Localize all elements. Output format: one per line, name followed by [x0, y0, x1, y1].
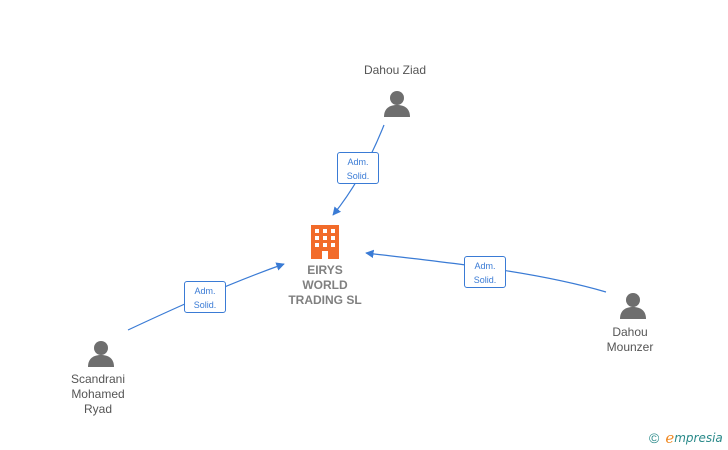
person-icon[interactable]: [620, 293, 646, 319]
brand-logo-text: mpresia: [674, 431, 723, 445]
building-icon[interactable]: [311, 225, 339, 259]
person-icon[interactable]: [384, 91, 410, 117]
person-name-dahou-ziad[interactable]: Dahou Ziad: [363, 63, 427, 77]
person-name-dahou-mounzer[interactable]: Dahou Mounzer: [606, 325, 654, 354]
edge-label-scandrani: Adm. Solid.: [184, 281, 226, 313]
brand-logo-e: e: [665, 429, 675, 447]
edge-label-dahou-mounzer: Adm. Solid.: [464, 256, 506, 288]
person-name-scandrani[interactable]: Scandrani Mohamed Ryad: [70, 372, 126, 416]
person-icon[interactable]: [88, 341, 114, 367]
edge-label-dahou-ziad: Adm. Solid.: [337, 152, 379, 184]
copyright-icon: ©: [649, 430, 660, 446]
company-name[interactable]: EIRYS WORLD TRADING SL: [288, 263, 362, 307]
footer-brand: © e mpresia: [649, 429, 723, 447]
